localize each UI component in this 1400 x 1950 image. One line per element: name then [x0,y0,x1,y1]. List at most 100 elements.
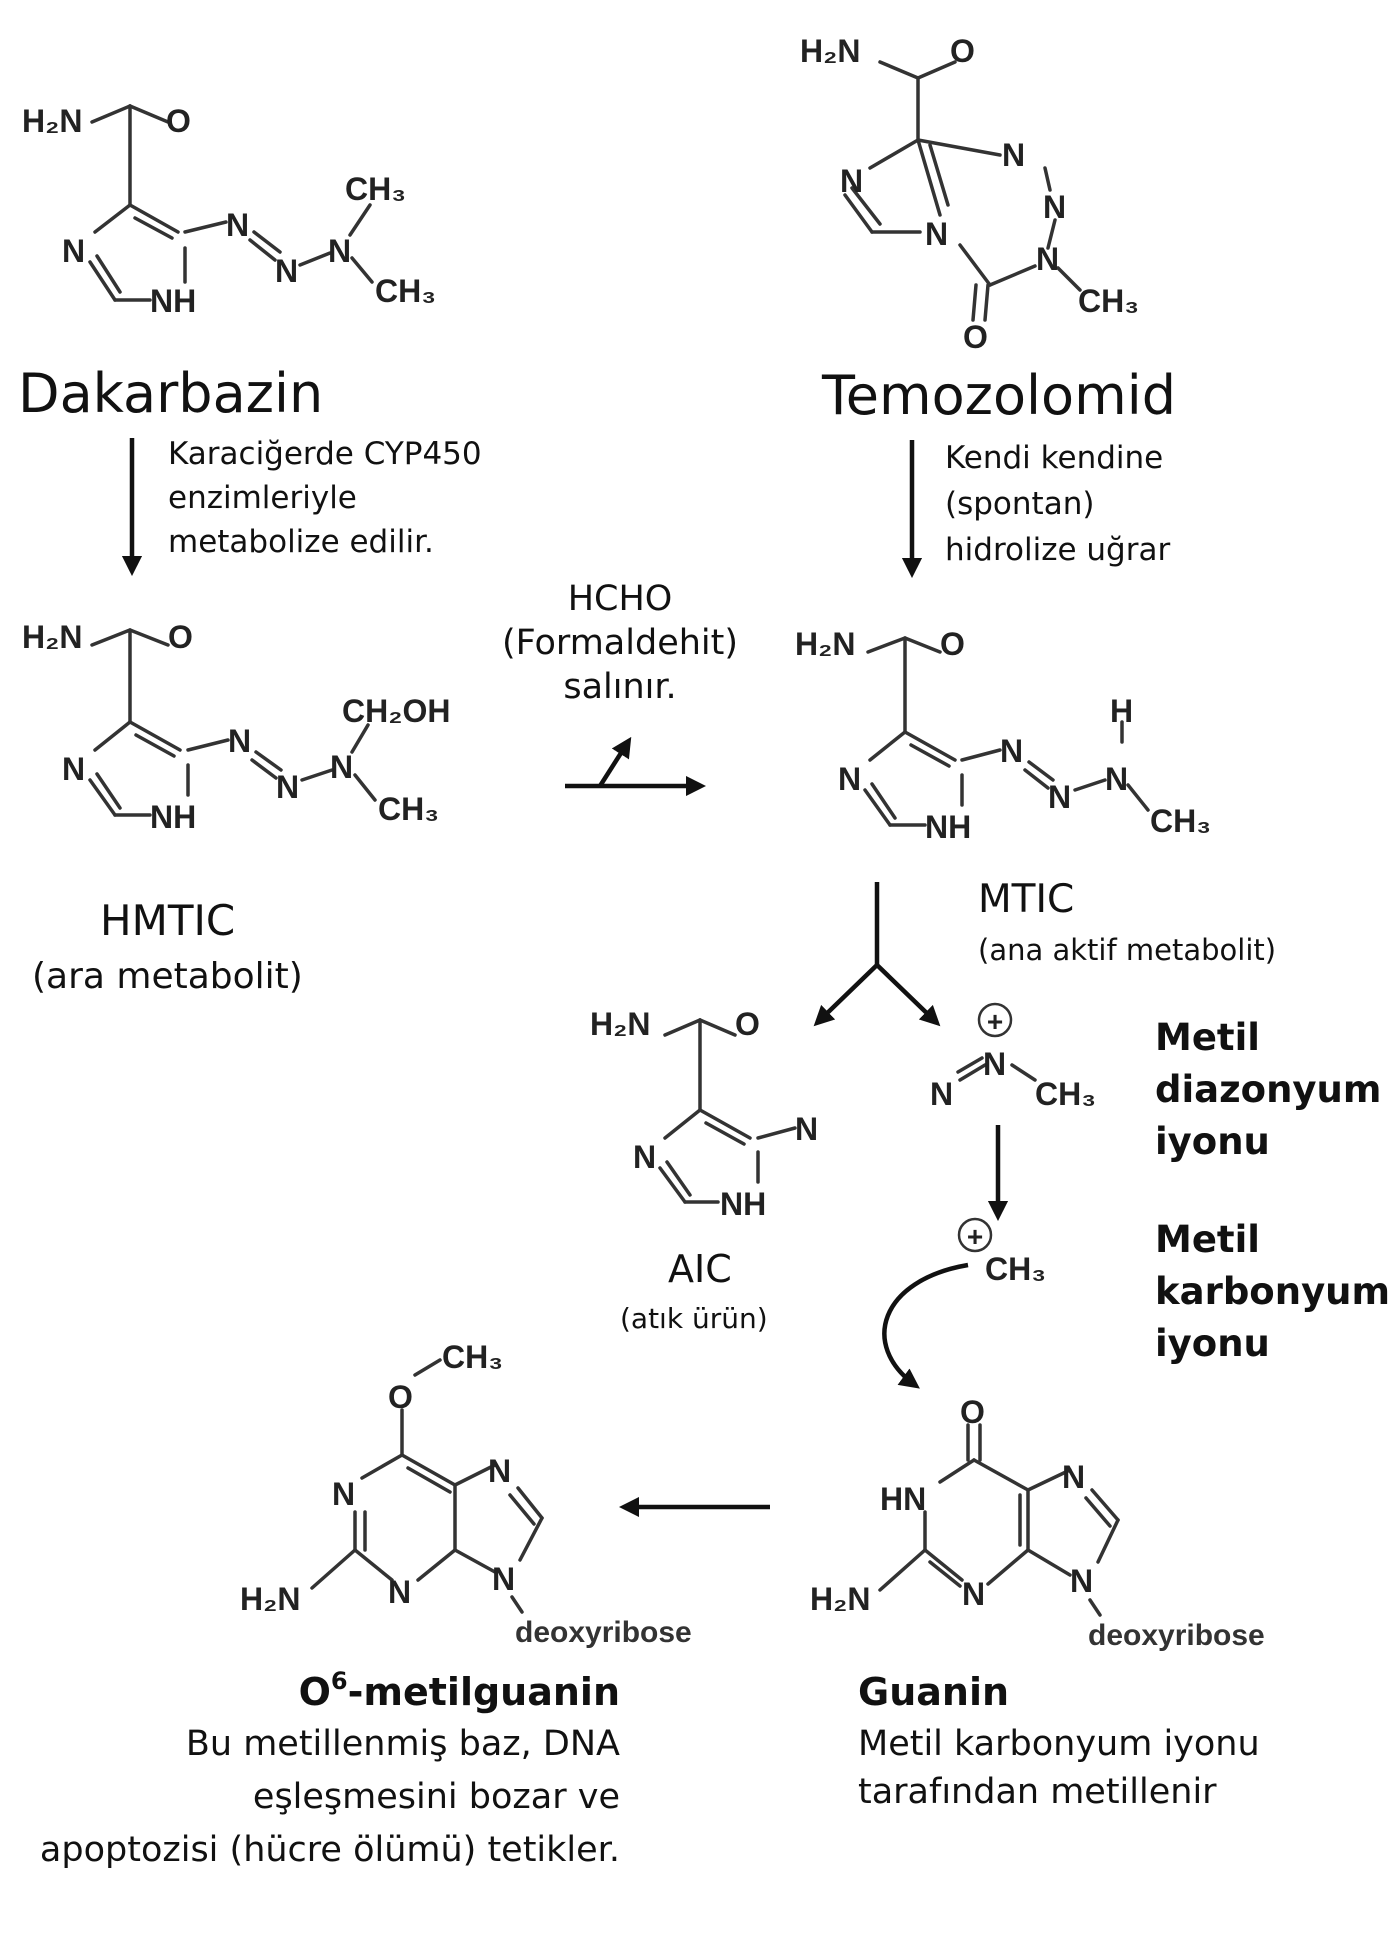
guanine-structure [878,1423,1120,1617]
atom-o: O [940,626,965,662]
atom-n: N [1043,189,1066,225]
atom-n: N [983,1046,1006,1082]
svg-text:eşleşmesini bozar ve: eşleşmesini bozar ve [253,1777,620,1817]
atom-n: N [1000,733,1023,769]
atom-ch3: CH₃ [985,1251,1046,1287]
atom-o: O [166,103,191,139]
atom-ch2oh: CH₂OH [342,693,450,729]
svg-text:karbonyum: karbonyum [1155,1270,1390,1313]
svg-text:Metil: Metil [1155,1016,1260,1059]
atom-h: H [1110,693,1133,729]
mtic-structure [863,636,1150,827]
atom-ch3: CH₃ [442,1339,503,1375]
svg-text:HCHO: HCHO [568,579,673,619]
dakarbazin-structure: H₂N O N NH N N N CH₃ CH₃ [22,103,436,319]
svg-text:diazonyum: diazonyum [1155,1068,1381,1111]
atom-n: N [930,1076,953,1112]
svg-text:iyonu: iyonu [1155,1322,1270,1365]
atom-o: O [960,1394,985,1430]
label-aic-sub: (atık ürün) [620,1302,768,1335]
svg-text:Metil: Metil [1155,1218,1260,1261]
atom-n: N [62,751,85,787]
atom-n: N [1048,779,1071,815]
atom-ch3: CH₃ [1035,1076,1096,1112]
svg-text:(spontan): (spontan) [945,486,1094,522]
svg-text:hidrolize uğrar: hidrolize uğrar [945,532,1170,568]
svg-text:metabolize edilir.: metabolize edilir. [168,524,434,560]
atom-n: N [1002,137,1025,173]
arrow-mtic-to-aic [813,963,879,1027]
atom-h2n: H₂N [795,626,855,662]
atom-n: N [388,1574,411,1610]
atom-ch3: CH₃ [1150,803,1211,839]
note-hcho-release: HCHO (Formaldehit) salınır. [502,579,738,707]
svg-text:+: + [967,1221,983,1252]
atom-n: N [62,233,85,269]
atom-n: N [1062,1459,1085,1495]
atom-n: N [276,769,299,805]
note-dakarbazin-metabolism: Karaciğerde CYP450 enzimleriyle metaboli… [168,436,482,560]
label-hmtic-sub: (ara metabolit) [32,956,303,997]
atom-nh: NH [720,1186,766,1222]
methyl-diazonium-structure: + [956,1002,1037,1082]
atom-n: N [488,1453,511,1489]
temozolomid-structure [843,60,1082,322]
atom-n: N [925,216,948,252]
atom-o: O [950,33,975,69]
label-mtic: MTIC [978,877,1074,922]
atom-n: N [330,749,353,785]
note-temozolomid-hydrolysis: Kendi kendine (spontan) hidrolize uğrar [945,440,1170,568]
svg-text:salınır.: salınır. [563,667,676,707]
atom-h2n: H₂N [810,1581,870,1617]
atom-n: N [332,1476,355,1512]
atom-n: N [633,1139,656,1175]
atom-h2n: H₂N [800,33,860,69]
label-temozolomid: Temozolomid [821,364,1176,427]
o6-metilguanin-description: Bu metillenmiş baz, DNA eşleşmesini boza… [40,1724,620,1870]
label-o6-metilguanin: O6-metilguanin [299,1667,620,1714]
arrow-hcho-release [598,736,632,788]
atom-deoxyribose: deoxyribose [1088,1619,1265,1652]
label-hmtic: HMTIC [100,896,235,945]
arrow-mtic-to-diazonium [875,963,941,1027]
svg-text:apoptozisi (hücre ölümü) tetik: apoptozisi (hücre ölümü) tetikler. [40,1830,620,1870]
guanin-description: Metil karbonyum iyonu tarafından metille… [858,1724,1260,1812]
atom-deoxyribose: deoxyribose [515,1616,692,1649]
o6-methylguanine-structure [310,1358,544,1614]
label-aic: AIC [668,1247,732,1291]
svg-text:(Formaldehit): (Formaldehit) [502,623,738,663]
atom-n: N [1036,241,1059,277]
atom-ch3: CH₃ [345,171,406,207]
svg-text:Kendi kendine: Kendi kendine [945,440,1163,476]
label-methyl-diazonium: Metil diazonyum iyonu [1155,1016,1381,1163]
atom-nh: NH [925,809,971,845]
atom-o: O [735,1006,760,1042]
label-guanin: Guanin [858,1670,1009,1714]
label-methyl-carbonium: Metil karbonyum iyonu [1155,1218,1390,1365]
methyl-carbonium-structure: + [957,1217,993,1253]
atom-ch3: CH₃ [378,791,439,827]
svg-text:tarafından metillenir: tarafından metillenir [858,1772,1217,1812]
atom-ch3: CH₃ [375,273,436,309]
svg-text:Metil karbonyum iyonu: Metil karbonyum iyonu [858,1724,1260,1764]
atom-ch3: CH₃ [1078,283,1139,319]
atom-n: N [838,761,861,797]
atom-n: N [962,1576,985,1612]
atom-nh: NH [150,283,196,319]
atom-n: N [275,253,298,289]
svg-text:Bu metillenmiş baz, DNA: Bu metillenmiş baz, DNA [186,1724,620,1764]
atom-n: N [328,233,351,269]
arrow-carbonium-to-guanine [882,1262,969,1389]
atom-n: N [1105,761,1128,797]
label-dakarbazin: Dakarbazin [18,362,323,425]
atom-n: N [795,1111,818,1147]
atom-n: N [492,1561,515,1597]
svg-text:Karaciğerde CYP450: Karaciğerde CYP450 [168,436,482,472]
atom-o: O [388,1379,413,1415]
hmtic-structure [88,628,377,817]
atom-o: O [963,319,988,355]
atom-n: N [1070,1563,1093,1599]
svg-text:enzimleriyle: enzimleriyle [168,480,357,516]
atom-h2n: H₂N [590,1006,650,1042]
svg-text:+: + [987,1006,1003,1037]
